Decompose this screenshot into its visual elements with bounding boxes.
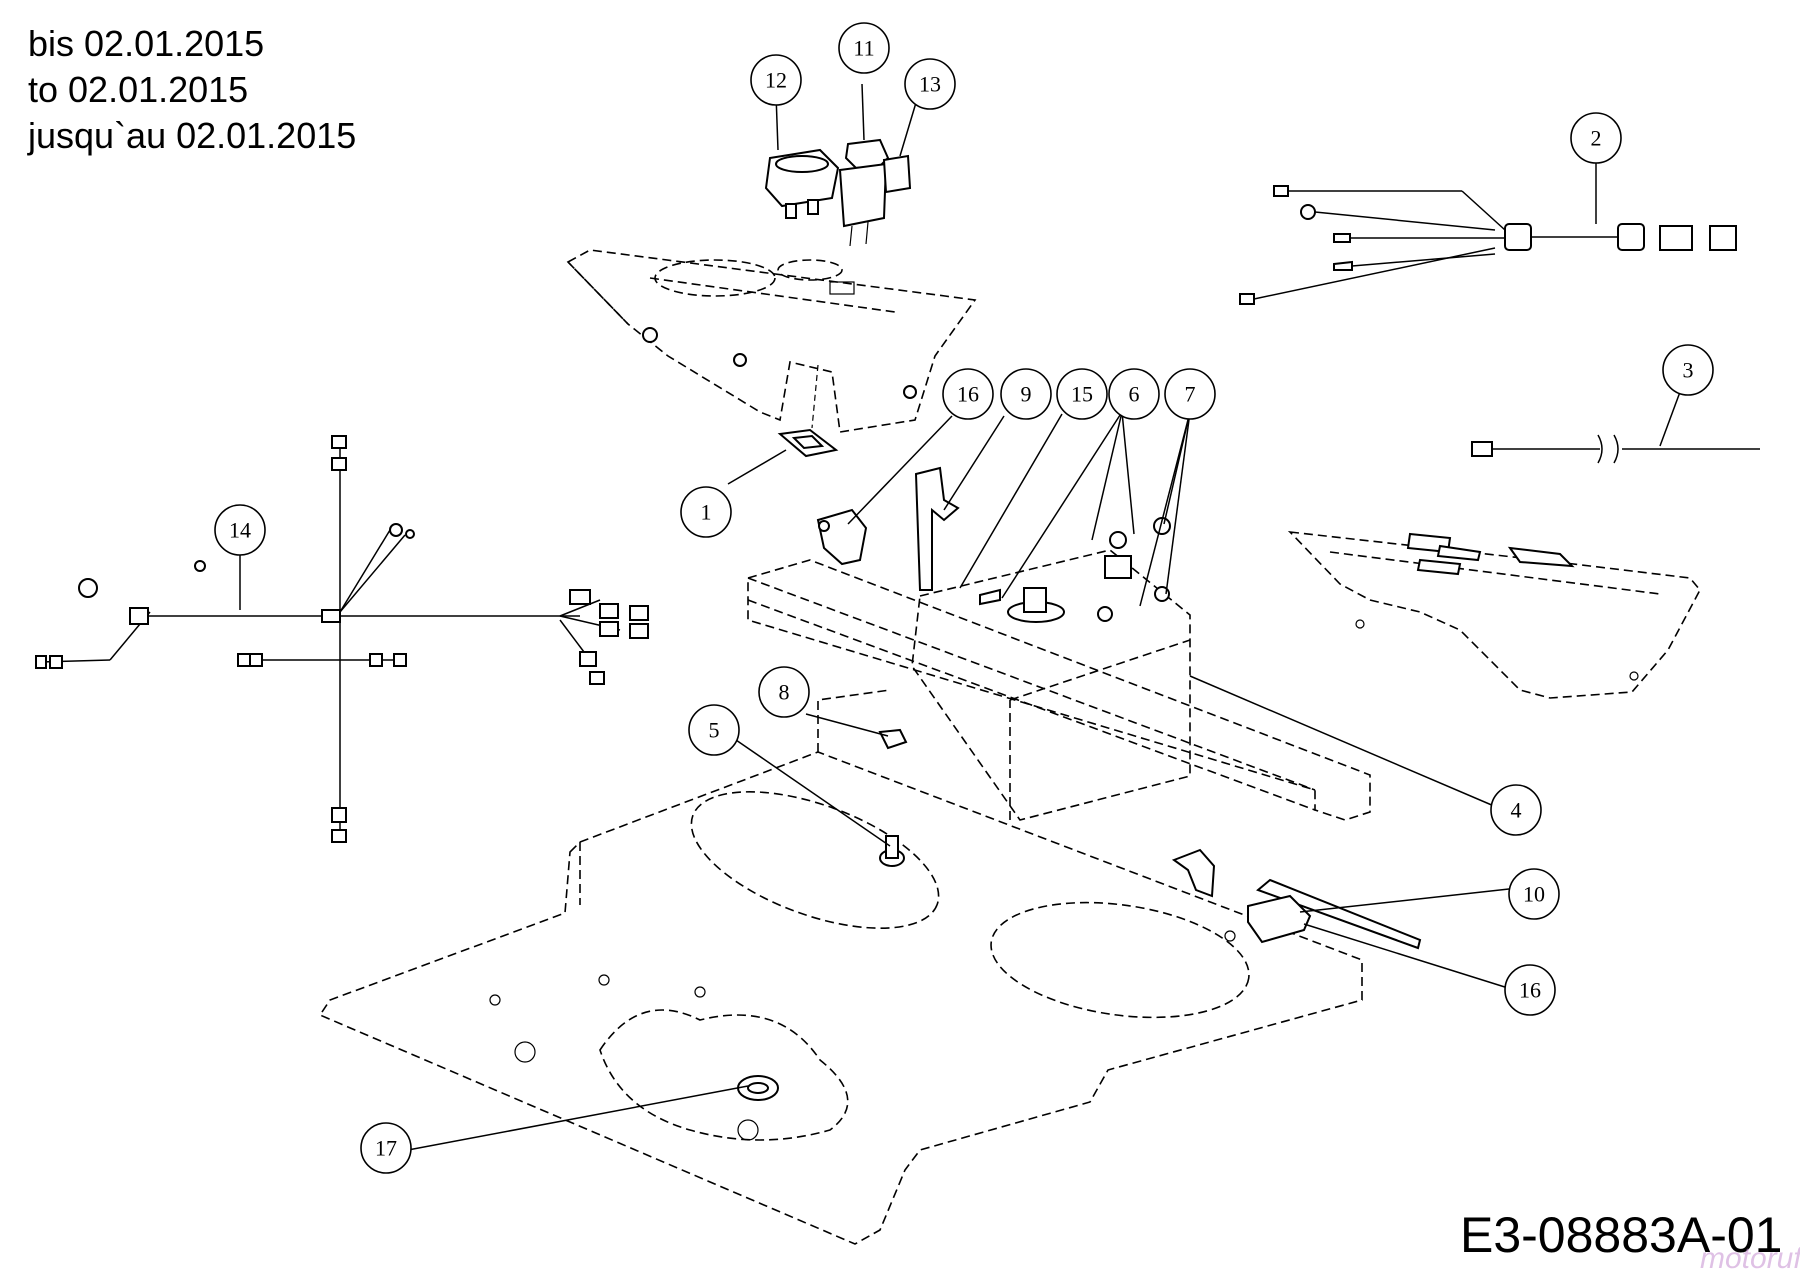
svg-text:2: 2 [1591,126,1602,151]
callout-12: 12 [750,54,802,106]
clamp-part-9 [914,466,960,591]
callout-9: 9 [1000,368,1052,420]
key-switch-part-12 [764,148,840,219]
svg-text:13: 13 [919,72,941,97]
callout-4: 4 [1490,784,1542,836]
frame-member-part-4 [747,559,1371,821]
callout-15: 15 [1056,368,1108,420]
svg-text:8: 8 [779,680,790,705]
wiring-harness-part-2 [1239,185,1737,305]
svg-text:7: 7 [1185,382,1196,407]
callout-17: 17 [360,1122,412,1174]
callout-3: 3 [1662,344,1714,396]
main-harness-part-14 [35,435,649,843]
footplate [318,689,1363,1245]
svg-text:3: 3 [1683,358,1694,383]
svg-text:17: 17 [375,1136,397,1161]
svg-text:16: 16 [1519,978,1541,1003]
svg-text:12: 12 [765,68,787,93]
nut-part-8 [878,728,908,750]
svg-text:14: 14 [229,518,251,543]
seat-switch-part-16 [816,508,868,566]
svg-text:6: 6 [1129,382,1140,407]
bolt-part-5 [879,835,905,867]
svg-text:11: 11 [853,36,874,61]
connector-part-13 [882,154,912,194]
svg-text:1: 1 [701,500,712,525]
grommet-part-1 [777,364,839,458]
validity-date-fr: jusqu`au 02.01.2015 [28,115,357,156]
validity-date-de: bis 02.01.2015 [28,23,265,64]
callout-16a: 16 [942,368,994,420]
battery-box [911,517,1191,821]
validity-date-en: to 02.01.2015 [28,69,249,110]
svg-text:15: 15 [1071,382,1093,407]
svg-text:10: 10 [1523,882,1545,907]
callout-11: 11 [838,22,890,74]
svg-text:5: 5 [709,718,720,743]
callout-16b: 16 [1504,964,1556,1016]
watermark-logo: motoruf [1700,1242,1800,1275]
callout-6: 6 [1108,368,1160,420]
callout-7: 7 [1164,368,1216,420]
callout-13: 13 [904,58,956,110]
callout-2: 2 [1570,112,1622,164]
ignition-switch-part-11 [838,138,890,247]
callout-5: 5 [688,704,740,756]
svg-text:4: 4 [1511,798,1522,823]
cable-tie-part-10 [1256,878,1422,950]
dash-panel [566,249,977,433]
switch-part-16-lower [1171,848,1312,944]
callout-14: 14 [214,504,266,556]
svg-text:16: 16 [957,382,979,407]
side-cover [1287,530,1701,699]
callout-10: 10 [1508,868,1560,920]
leader-lines [239,83,1681,1151]
grommet-part-17 [737,1075,779,1101]
svg-text:9: 9 [1021,382,1032,407]
wire-part-3 [1471,434,1760,464]
drawing-code: E3-08883A-01 [1460,1207,1783,1263]
callout-1: 1 [680,486,732,538]
callout-8: 8 [758,666,810,718]
